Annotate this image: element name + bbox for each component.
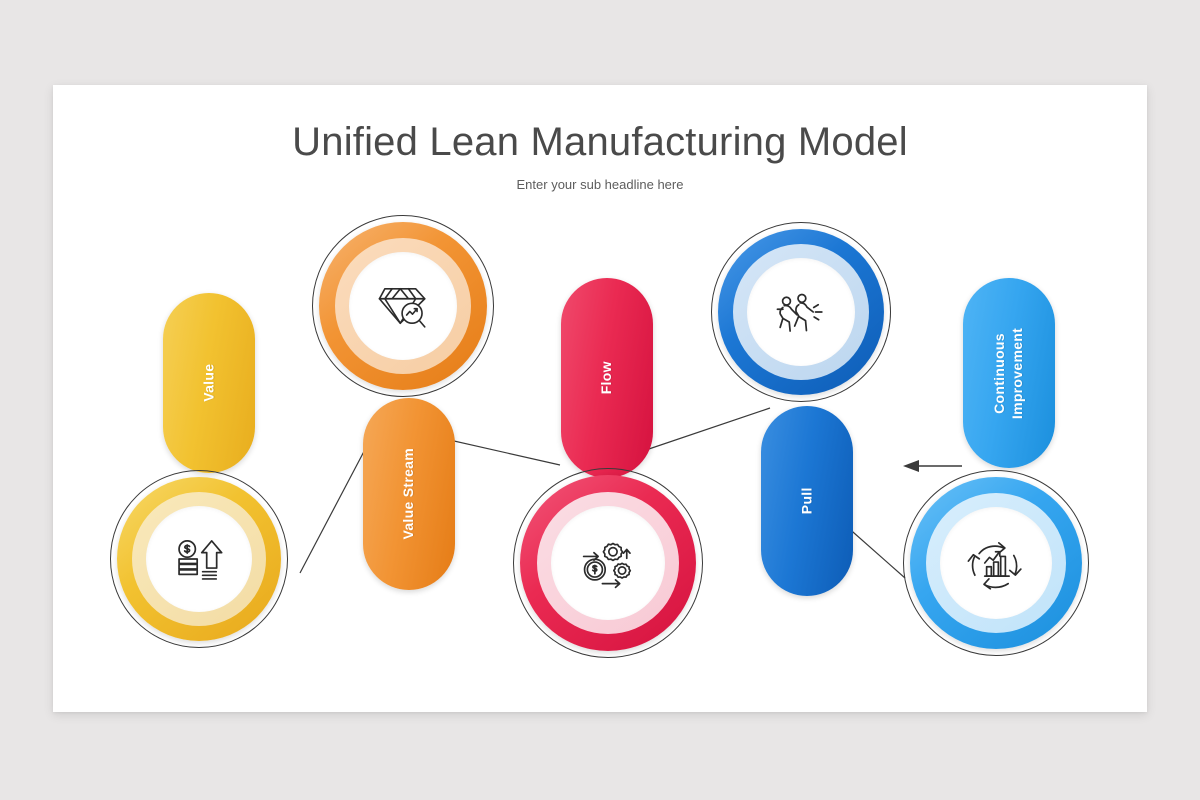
node-value-stream-core <box>349 252 457 360</box>
pill-value-stream[interactable]: Value Stream <box>363 398 455 590</box>
node-continuous-improvement-outline <box>903 470 1089 656</box>
node-value-outline <box>110 470 288 648</box>
pill-pull-label: Pull <box>798 487 815 515</box>
money-growth-icon <box>170 530 228 588</box>
node-value[interactable] <box>110 470 288 648</box>
node-pull-core <box>747 258 855 366</box>
gears-money-flow-icon <box>578 533 638 593</box>
pill-value[interactable]: Value <box>163 293 255 473</box>
cycle-chart-icon <box>966 533 1026 593</box>
node-flow-outline <box>513 468 703 658</box>
pill-flow[interactable]: Flow <box>561 278 653 478</box>
people-pulling-icon <box>772 283 830 341</box>
pill-continuous-improvement[interactable]: Continuous Improvement <box>963 278 1055 468</box>
page-subtitle: Enter your sub headline here <box>516 177 684 192</box>
pill-value-stream-label: Value Stream <box>400 448 417 540</box>
node-continuous-improvement-core <box>940 507 1052 619</box>
node-pull[interactable] <box>711 222 891 402</box>
node-flow[interactable] <box>513 468 703 658</box>
node-flow-core <box>551 506 665 620</box>
pill-continuous-improvement-label: Continuous Improvement <box>991 327 1026 419</box>
node-value-stream[interactable] <box>312 215 494 397</box>
pill-value-label: Value <box>200 363 217 403</box>
node-continuous-improvement[interactable] <box>903 470 1089 656</box>
page-title: Unified Lean Manufacturing Model <box>292 120 908 164</box>
node-value-stream-outline <box>312 215 494 397</box>
diamond-analysis-icon <box>374 277 432 335</box>
node-pull-outline <box>711 222 891 402</box>
node-value-core <box>146 506 252 612</box>
pill-pull[interactable]: Pull <box>761 406 853 596</box>
pill-flow-label: Flow <box>598 361 615 395</box>
